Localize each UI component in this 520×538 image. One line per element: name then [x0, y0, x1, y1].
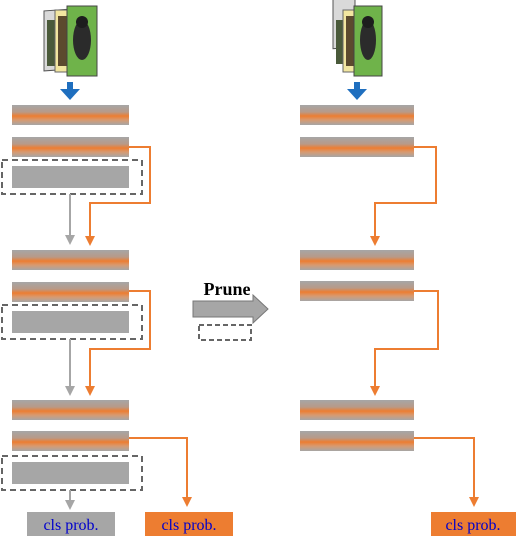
exit-branch-dashed-2: [1, 304, 143, 340]
prune-label: Prune: [204, 279, 251, 299]
input-images-right: [332, 0, 383, 77]
skip-orange-arrow-r1: [370, 146, 437, 246]
layer-r1a: [300, 105, 414, 125]
layer-l1b: [12, 137, 129, 157]
exit-branch-dashed-1: [1, 159, 143, 195]
layer-l2a: [12, 250, 129, 270]
output-label-right: cls prob.: [445, 517, 500, 534]
input-images-left: [43, 5, 98, 77]
layer-r3a: [300, 400, 414, 420]
output-label-gray: cls prob.: [43, 517, 98, 534]
layer-l2b: [12, 282, 129, 302]
output-box-gray: [27, 512, 115, 536]
orange-arrow-to-output-right: [414, 437, 479, 507]
exit-branch-block-1: [12, 166, 129, 188]
output-label-orange-left: cls prob.: [161, 517, 216, 534]
layer-r2b: [300, 281, 414, 301]
pruned-branch-dashed: [198, 324, 252, 341]
exit-branch-block-3: [12, 462, 129, 484]
layer-r2a: [300, 250, 414, 270]
layer-l1a: [12, 105, 129, 125]
output-box-orange-left: [145, 512, 233, 536]
orange-arrow-to-output-left: [129, 437, 192, 507]
layer-l3a: [12, 400, 129, 420]
skip-orange-arrow-l1: [85, 146, 151, 246]
layer-r3b: [300, 431, 414, 451]
layer-l3b: [12, 431, 129, 451]
blue-arrow-left: [60, 82, 80, 100]
exit-branch-dashed-3: [1, 455, 143, 491]
output-box-orange-right: [431, 512, 516, 536]
skip-orange-arrow-l2: [85, 290, 151, 396]
layer-r1b: [300, 137, 414, 157]
prune-arrow: [192, 293, 269, 325]
skip-orange-arrow-r2: [370, 290, 439, 396]
exit-branch-block-2: [12, 311, 129, 333]
blue-arrow-right: [347, 82, 367, 100]
